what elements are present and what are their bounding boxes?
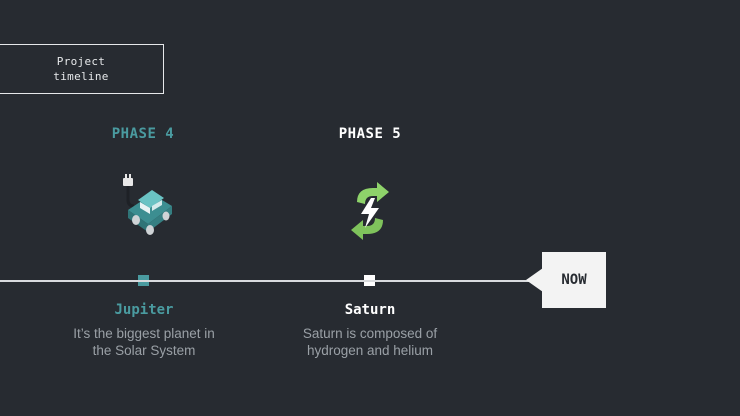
timeline-line	[0, 280, 530, 282]
phase-4-description: It’s the biggest planet in the Solar Sys…	[44, 325, 244, 359]
phase-5-label: PHASE 5	[338, 126, 402, 142]
phase-4-name: Jupiter	[114, 302, 174, 318]
phase-5-desc-line-1: Saturn is composed of	[302, 326, 438, 341]
renewable-energy-icon	[351, 182, 389, 240]
phase-5-desc-line-2: hydrogen and helium	[306, 343, 434, 358]
now-arrow	[526, 268, 543, 292]
phase-4-label: PHASE 4	[111, 126, 175, 142]
title-box: Project timeline	[0, 44, 164, 94]
now-badge: NOW	[542, 252, 606, 308]
now-label: NOW	[561, 272, 587, 288]
title-line-2: timeline	[53, 70, 109, 83]
phase-4-desc-line-1: It’s the biggest planet in	[73, 326, 215, 341]
phase-5-description: Saturn is composed of hydrogen and heliu…	[270, 325, 470, 359]
phase-5-name: Saturn	[344, 302, 396, 318]
phase-4-desc-line-2: the Solar System	[92, 343, 196, 358]
electric-car-icon	[123, 174, 172, 235]
title-line-1: Project	[56, 55, 106, 68]
